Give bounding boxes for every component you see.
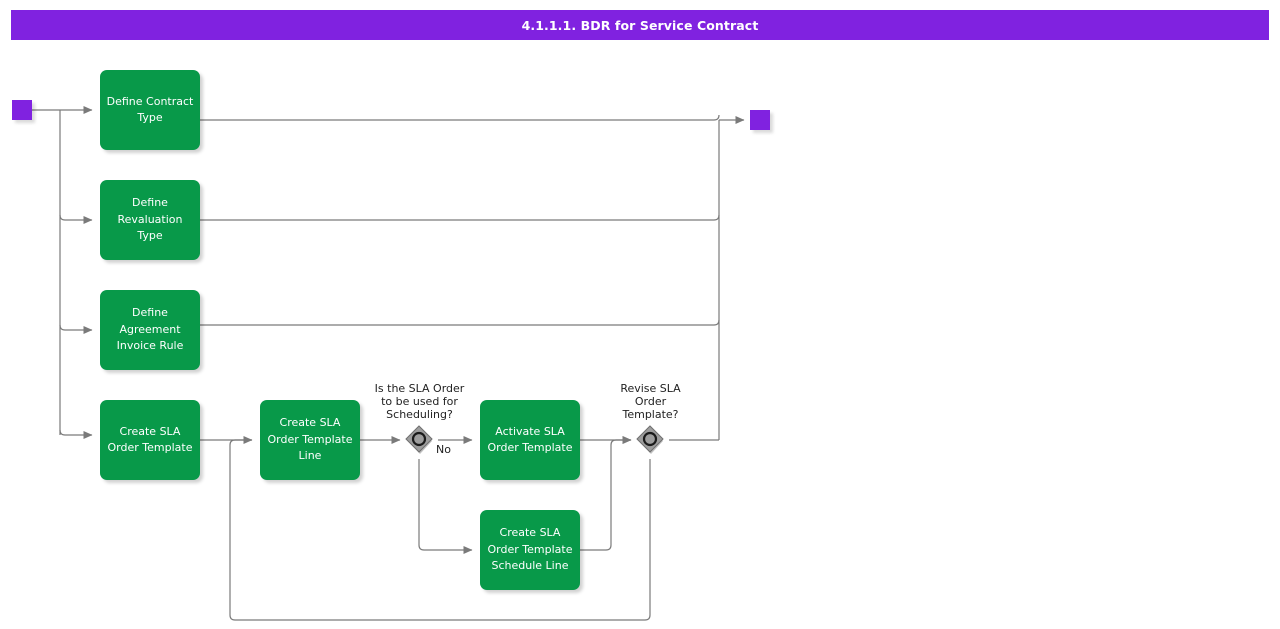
task-define-agreement-invoice-rule[interactable]: Define Agreement Invoice Rule	[100, 290, 200, 370]
gateway-scheduling-label: Is the SLA Order to be used for Scheduli…	[374, 382, 465, 421]
task-create-sla-order-template-line[interactable]: Create SLA Order Template Line	[260, 400, 360, 480]
edge-label-no: No	[436, 443, 451, 456]
gateway-scheduling[interactable]	[404, 425, 434, 455]
gateway-revise[interactable]	[635, 425, 665, 455]
start-event[interactable]	[12, 100, 32, 120]
task-define-contract-type[interactable]: Define Contract Type	[100, 70, 200, 150]
gateway-revise-label: Revise SLA Order Template?	[620, 382, 681, 421]
task-create-sla-order-template[interactable]: Create SLA Order Template	[100, 400, 200, 480]
page-title: 4.1.1.1. BDR for Service Contract	[521, 17, 759, 33]
task-create-sla-order-template-schedule-line[interactable]: Create SLA Order Template Schedule Line	[480, 510, 580, 590]
task-activate-sla-order-template[interactable]: Activate SLA Order Template	[480, 400, 580, 480]
diagram-title-bar: 4.1.1.1. BDR for Service Contract	[11, 10, 1269, 40]
end-event[interactable]	[750, 110, 770, 130]
task-define-revaluation-type[interactable]: Define Revaluation Type	[100, 180, 200, 260]
